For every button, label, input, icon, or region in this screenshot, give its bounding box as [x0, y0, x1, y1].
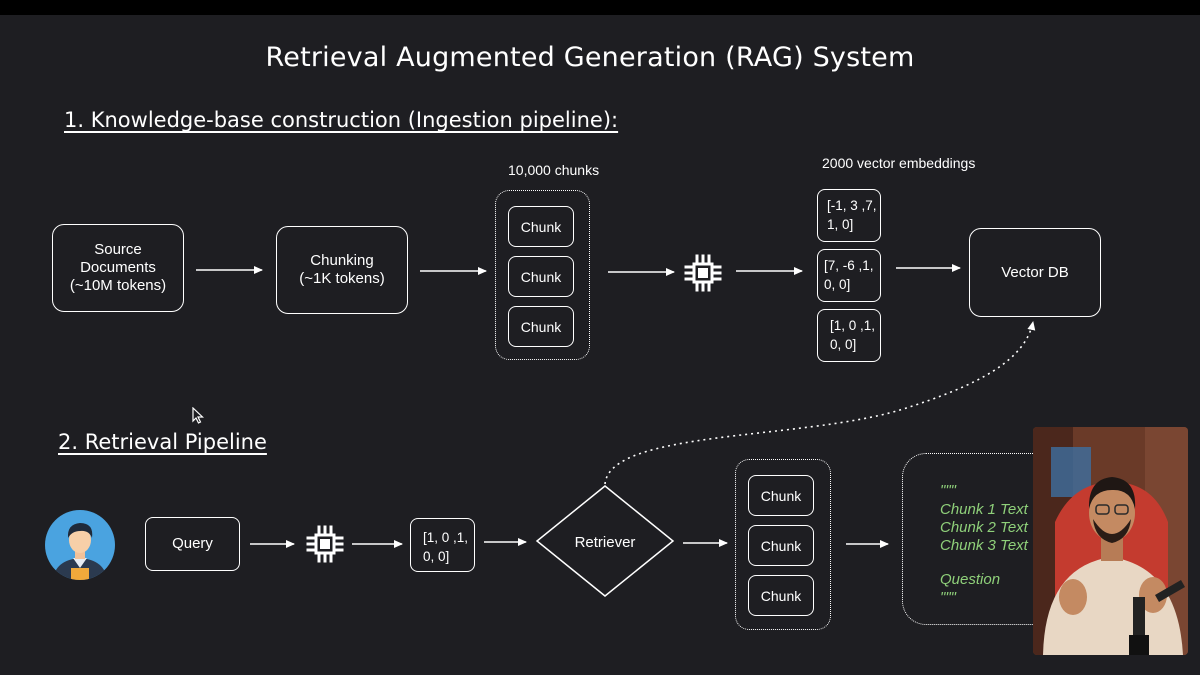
- chunking-label: Chunking (~1K tokens): [299, 252, 385, 287]
- user-avatar-icon: [45, 510, 115, 580]
- ingest-chunks-group: [495, 190, 590, 360]
- embedding-vector-box: [1, 0 ,1, 0, 0]: [817, 309, 881, 362]
- arrow-retriever-to-vector-db: [604, 321, 1036, 485]
- vector-db-box: Vector DB: [969, 228, 1101, 317]
- retrieved-chunks-group: [735, 459, 831, 630]
- retrieved-chunk: Chunk: [748, 525, 814, 566]
- chunking-box: Chunking (~1K tokens): [276, 226, 408, 314]
- section-1-heading: 1. Knowledge-base construction (Ingestio…: [64, 108, 619, 132]
- embeddings-count-label: 2000 vector embeddings: [822, 155, 976, 171]
- prompt-open-quotes: """: [940, 482, 956, 499]
- retrieved-chunk: Chunk: [748, 575, 814, 616]
- embedding-value: 1, 0]: [827, 217, 854, 232]
- diagram-title: Retrieval Augmented Generation (RAG) Sys…: [265, 42, 915, 73]
- source-documents-label: Source Documents (~10M tokens): [69, 241, 167, 294]
- prompt-close-quotes: """: [940, 589, 956, 606]
- query-embedding-box: [1, 0 ,1, 0, 0]: [410, 518, 475, 572]
- vector-db-label: Vector DB: [1001, 263, 1069, 281]
- chip-icon: [306, 525, 344, 563]
- retriever-label: Retriever: [574, 534, 636, 551]
- embedding-value: [1, 0 ,1,: [830, 318, 876, 333]
- prompt-chunk-text: Chunk 1 Text: [940, 501, 1028, 518]
- embedding-vector-box: [7, -6 ,1, 0, 0]: [817, 249, 881, 302]
- source-documents-box: Source Documents (~10M tokens): [52, 224, 184, 312]
- embedding-value: 0, 0]: [824, 277, 851, 292]
- query-embedding-value: 0, 0]: [423, 549, 450, 564]
- query-label: Query: [172, 535, 213, 552]
- presenter-figure: [1033, 427, 1188, 655]
- retrieved-chunk: Chunk: [748, 475, 814, 516]
- embedding-value: [7, -6 ,1,: [824, 258, 874, 273]
- query-embedding-value: [1, 0 ,1,: [423, 530, 469, 545]
- section-2-heading: 2. Retrieval Pipeline: [58, 430, 267, 454]
- prompt-chunk-text: Chunk 3 Text: [940, 537, 1028, 554]
- prompt-question: Question: [940, 571, 1001, 588]
- prompt-chunk-text: Chunk 2 Text: [940, 519, 1028, 536]
- embedding-vector-box: [-1, 3 ,7, 1, 0]: [817, 189, 881, 242]
- query-box: Query: [145, 517, 240, 571]
- ingest-chunk: Chunk: [508, 256, 574, 297]
- ingest-chunk: Chunk: [508, 306, 574, 347]
- embedding-value: 0, 0]: [830, 337, 857, 352]
- mouse-pointer-icon: [192, 407, 204, 424]
- embedding-value: [-1, 3 ,7,: [827, 198, 877, 213]
- ingest-chunk: Chunk: [508, 206, 574, 247]
- diagram-canvas: [0, 15, 1200, 675]
- chunks-count-label: 10,000 chunks: [508, 162, 600, 178]
- presenter-video: [1033, 427, 1188, 655]
- chip-icon: [684, 254, 722, 292]
- retriever-diamond: [535, 485, 675, 597]
